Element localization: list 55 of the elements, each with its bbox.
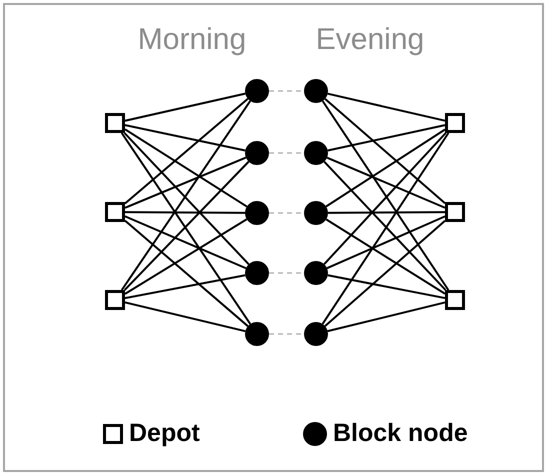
dashed-connector xyxy=(269,333,304,335)
depot-square xyxy=(105,202,125,222)
block-node-circle xyxy=(304,261,328,285)
connector-line xyxy=(124,160,250,291)
block-node-circle xyxy=(245,261,269,285)
legend-label: Block node xyxy=(333,419,468,448)
depot-square xyxy=(445,202,465,222)
dashed-connector xyxy=(269,272,304,274)
column-heading: Morning xyxy=(136,23,248,57)
block-node-circle xyxy=(304,141,328,165)
connector-line xyxy=(327,92,446,122)
connector-line xyxy=(124,132,250,265)
connector-line xyxy=(120,100,252,291)
dashed-connector xyxy=(269,212,304,214)
block-node-circle xyxy=(245,322,269,346)
connector-line xyxy=(326,156,446,209)
connector-line xyxy=(124,220,249,327)
depot-square xyxy=(445,290,465,310)
block-node-circle xyxy=(304,201,328,225)
column-heading: Evening xyxy=(314,23,426,57)
block-node-circle xyxy=(304,79,328,103)
block-node-circle xyxy=(245,79,269,103)
block-node-circle xyxy=(245,201,269,225)
connector-line xyxy=(326,128,446,208)
dashed-connector xyxy=(269,90,304,92)
connector-line xyxy=(124,301,246,332)
connector-line xyxy=(124,128,248,208)
connector-line xyxy=(323,132,446,265)
connector-line xyxy=(124,124,246,152)
dashed-connector xyxy=(269,152,304,154)
connector-line xyxy=(124,156,246,209)
connector-line xyxy=(324,161,446,291)
connector-line xyxy=(124,98,249,204)
connector-line xyxy=(327,301,446,332)
connector-line xyxy=(326,218,446,295)
legend-label: Depot xyxy=(129,419,200,448)
block-node-circle xyxy=(304,322,328,346)
connector-line xyxy=(124,274,246,300)
depot-square xyxy=(105,290,125,310)
connector-line xyxy=(324,98,446,204)
depot-square xyxy=(445,113,465,133)
depot-square xyxy=(105,113,125,133)
connector-line xyxy=(124,92,246,122)
connector-line xyxy=(124,218,248,295)
connector-line xyxy=(328,211,446,214)
connector-line xyxy=(324,220,446,327)
connector-line xyxy=(328,274,446,300)
connector-line xyxy=(120,132,252,325)
connector-line xyxy=(124,215,246,270)
connector-line xyxy=(326,215,446,270)
connector-line xyxy=(328,124,446,152)
connector-line xyxy=(322,100,450,291)
connector-line xyxy=(125,211,245,214)
connector-line xyxy=(322,132,450,325)
block-node-circle xyxy=(245,141,269,165)
